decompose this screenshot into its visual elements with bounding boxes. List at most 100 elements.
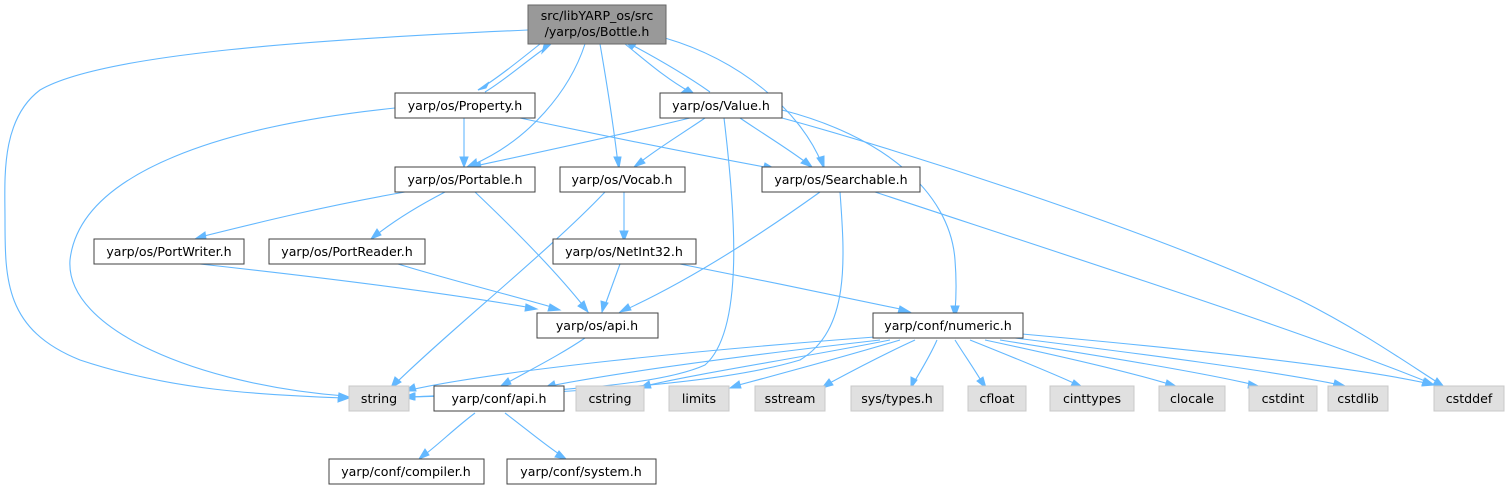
edge-numeric-cfloat bbox=[954, 339, 984, 385]
edge-numeric-limits bbox=[734, 339, 901, 387]
edge-bottle-value bbox=[624, 43, 691, 93]
node-label: yarp/os/api.h bbox=[556, 318, 638, 333]
edge-bottle-vocab bbox=[599, 43, 619, 165]
edge-numeric-cstring bbox=[644, 339, 891, 387]
node-cstring[interactable]: cstring bbox=[575, 385, 645, 412]
nodes: src/libYARP_os/src /yarp/os/Bottle.h yar… bbox=[93, 4, 1505, 485]
node-cinttypes[interactable]: cinttypes bbox=[1049, 385, 1135, 412]
node-label: sstream bbox=[765, 391, 816, 406]
edge-arrow bbox=[800, 157, 814, 168]
node-value[interactable]: yarp/os/Value.h bbox=[659, 92, 783, 119]
edge-arrow bbox=[600, 300, 609, 314]
node-string[interactable]: string bbox=[348, 385, 410, 412]
edge-numeric-confapi bbox=[549, 339, 881, 387]
node-netint32[interactable]: yarp/os/NetInt32.h bbox=[552, 238, 697, 265]
edge-numeric-sstream bbox=[825, 339, 916, 386]
edge-numeric-cstdint bbox=[999, 339, 1256, 386]
edge-confapi-system bbox=[504, 412, 563, 457]
edge-bottle-string bbox=[4, 29, 529, 399]
node-portwriter[interactable]: yarp/os/PortWriter.h bbox=[93, 238, 245, 265]
node-portreader[interactable]: yarp/os/PortReader.h bbox=[268, 238, 426, 265]
edge-searchable-string bbox=[407, 191, 844, 398]
edge-arrow bbox=[547, 303, 562, 312]
node-property[interactable]: yarp/os/Property.h bbox=[394, 92, 536, 119]
edge-arrow bbox=[613, 156, 622, 170]
node-label: sys/types.h bbox=[861, 391, 933, 406]
edge-numeric-cinttypes bbox=[969, 339, 1079, 386]
node-label: /yarp/os/Bottle.h bbox=[545, 24, 650, 39]
edge-arrow bbox=[417, 448, 430, 461]
node-cfloat[interactable]: cfloat bbox=[967, 385, 1027, 412]
node-portable[interactable]: yarp/os/Portable.h bbox=[394, 166, 536, 193]
node-clocale[interactable]: clocale bbox=[1158, 385, 1226, 412]
edge-arrow bbox=[1421, 378, 1436, 387]
node-label: yarp/os/PortReader.h bbox=[281, 244, 412, 259]
edge-arrow bbox=[816, 155, 825, 170]
edge-arrow bbox=[459, 156, 469, 169]
edge-arrow bbox=[976, 376, 987, 390]
edge-netint32-osapi bbox=[603, 263, 621, 309]
edge-confapi-compiler bbox=[422, 412, 476, 457]
edge-arrow bbox=[524, 303, 539, 312]
node-label: cfloat bbox=[979, 391, 1014, 406]
node-label: src/libYARP_os/src bbox=[541, 8, 654, 23]
edge-searchable-osapi bbox=[624, 191, 821, 311]
edge-portreader-osapi bbox=[397, 263, 556, 309]
node-conf-api[interactable]: yarp/conf/api.h bbox=[433, 385, 565, 412]
node-os-api[interactable]: yarp/os/api.h bbox=[536, 312, 659, 339]
node-bottle-root[interactable]: src/libYARP_os/src /yarp/os/Bottle.h bbox=[527, 4, 667, 45]
node-vocab[interactable]: yarp/os/Vocab.h bbox=[559, 166, 686, 193]
edge-value-portable bbox=[474, 117, 691, 167]
edge-arrow bbox=[897, 305, 912, 314]
edge-osapi-confapi bbox=[504, 337, 586, 385]
node-conf-compiler[interactable]: yarp/conf/compiler.h bbox=[328, 458, 485, 485]
edge-arrow bbox=[950, 305, 960, 319]
edge-property-bottle bbox=[484, 45, 549, 93]
node-label: yarp/conf/system.h bbox=[520, 464, 641, 479]
node-label: yarp/conf/numeric.h bbox=[884, 318, 1011, 333]
edge-bottle-portable bbox=[471, 43, 586, 166]
node-label: yarp/os/Property.h bbox=[408, 98, 523, 113]
node-conf-system[interactable]: yarp/conf/system.h bbox=[506, 458, 657, 485]
edge-searchable-cstddef bbox=[874, 191, 1431, 384]
edge-value-numeric bbox=[781, 109, 957, 313]
edges bbox=[4, 29, 1446, 461]
node-limits[interactable]: limits bbox=[668, 385, 730, 412]
edge-numeric-string bbox=[409, 336, 876, 391]
node-label: yarp/conf/api.h bbox=[451, 391, 546, 406]
edge-bottle-searchable bbox=[664, 37, 823, 165]
node-searchable[interactable]: yarp/os/Searchable.h bbox=[761, 166, 921, 193]
edge-netint32-numeric bbox=[679, 263, 906, 311]
edge-arrow bbox=[337, 392, 351, 401]
node-cstddef[interactable]: cstddef bbox=[1433, 385, 1505, 412]
edge-arrow bbox=[390, 376, 402, 390]
node-label: yarp/os/Value.h bbox=[672, 98, 770, 113]
node-label: cstddef bbox=[1446, 391, 1493, 406]
edge-arrow bbox=[728, 380, 742, 389]
edge-portwriter-osapi bbox=[199, 263, 533, 309]
node-conf-numeric[interactable]: yarp/conf/numeric.h bbox=[872, 312, 1024, 339]
node-sstream[interactable]: sstream bbox=[754, 385, 826, 412]
node-label: yarp/os/Searchable.h bbox=[774, 172, 907, 187]
node-cstdint[interactable]: cstdint bbox=[1248, 385, 1318, 412]
edge-value-cstddef bbox=[781, 117, 1441, 385]
node-label: yarp/os/PortWriter.h bbox=[106, 244, 231, 259]
edge-value-bottle bbox=[629, 43, 711, 93]
node-label: limits bbox=[682, 391, 716, 406]
node-sys-types[interactable]: sys/types.h bbox=[850, 385, 944, 412]
node-label: yarp/conf/compiler.h bbox=[341, 464, 471, 479]
edge-arrow bbox=[577, 300, 589, 314]
edge-vocab-string bbox=[394, 191, 606, 385]
edge-numeric-cstddef bbox=[1021, 333, 1431, 385]
edge-arrow bbox=[193, 231, 207, 240]
edge-value-vocab bbox=[637, 117, 706, 165]
edge-arrow bbox=[618, 303, 632, 313]
node-label: yarp/os/NetInt32.h bbox=[565, 244, 683, 259]
edge-portable-osapi bbox=[474, 191, 586, 309]
node-label: cinttypes bbox=[1063, 391, 1121, 406]
node-label: clocale bbox=[1170, 391, 1214, 406]
edge-arrow bbox=[632, 157, 646, 169]
node-label: cstdint bbox=[1262, 391, 1305, 406]
node-cstdlib[interactable]: cstdlib bbox=[1327, 385, 1389, 412]
edge-arrow bbox=[369, 228, 382, 241]
